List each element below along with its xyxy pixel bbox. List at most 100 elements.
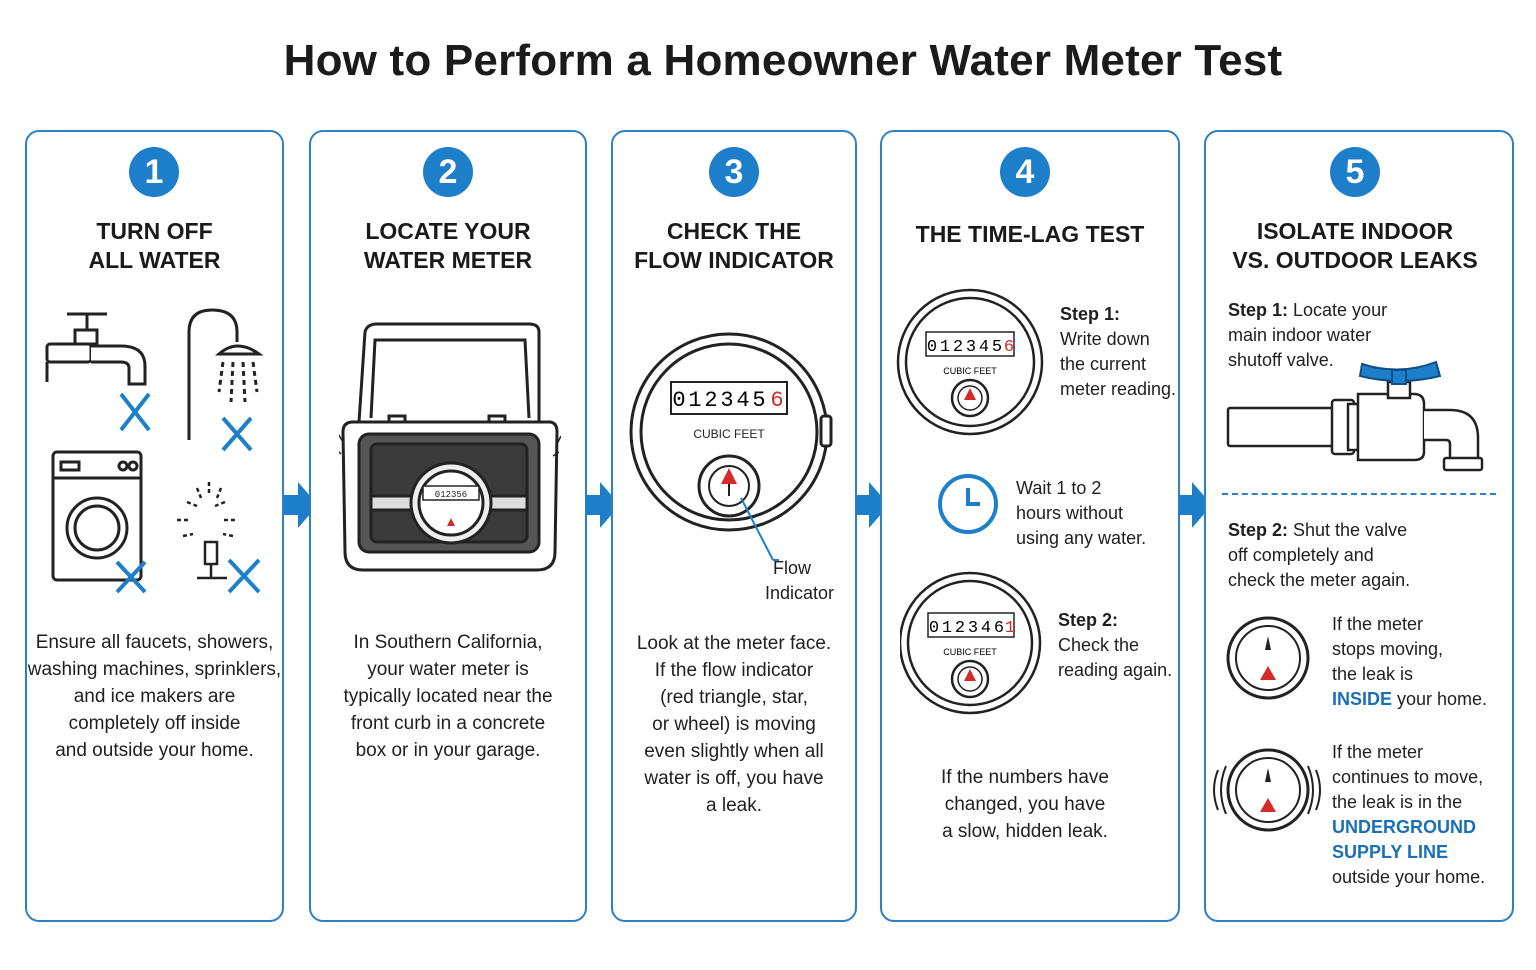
description-line: typically located near the bbox=[343, 686, 553, 707]
description-line: or wheel) is moving bbox=[652, 714, 816, 735]
meter-digit: 3 bbox=[720, 388, 733, 413]
step-card-3: 3 CHECK THE FLOW INDICATOR 0 1 2 3 4 5 6… bbox=[611, 130, 857, 922]
step-title: TURN OFF ALL WATER bbox=[27, 217, 282, 275]
description-line: changed, you have bbox=[944, 794, 1106, 815]
arrow-right-icon bbox=[586, 482, 620, 528]
meter-digit: 2 bbox=[955, 619, 965, 638]
case-text-line: If the meter bbox=[1332, 614, 1424, 634]
description-line: a leak. bbox=[706, 795, 762, 816]
description-line: In Southern California, bbox=[353, 632, 543, 653]
step-text-line: meter reading. bbox=[1060, 379, 1177, 399]
step-text-line: Shut the valve bbox=[1288, 520, 1408, 540]
case-text-line: outside your home. bbox=[1332, 867, 1486, 887]
meter-digit: 2 bbox=[953, 338, 963, 357]
meter-digit: 6 bbox=[1004, 338, 1014, 357]
wait-text-line: hours without bbox=[1016, 503, 1124, 523]
case-text-line: stops moving, bbox=[1332, 639, 1444, 659]
description-line: box or in your garage. bbox=[355, 740, 541, 761]
meter-digit: 0 bbox=[672, 388, 685, 413]
meter-unit-label: CUBIC FEET bbox=[943, 366, 997, 376]
step-card-2: 2 LOCATE YOUR WATER METER 012356 In Sout… bbox=[309, 130, 587, 922]
step-card-1: 1 TURN OFF ALL WATER bbox=[25, 130, 284, 922]
meter-reading: 012356 bbox=[435, 490, 467, 500]
wait-instruction: Wait 1 to 2 hours without using any wate… bbox=[1016, 476, 1146, 551]
divider bbox=[1222, 493, 1496, 495]
meter-digit: 4 bbox=[981, 619, 991, 638]
isolate-step1: Step 1: Locate your main indoor water sh… bbox=[1228, 298, 1387, 373]
time-lag-step1: Step 1: Write down the current meter rea… bbox=[1060, 302, 1176, 402]
step-number-badge: 3 bbox=[709, 147, 759, 197]
meter-unit-label: CUBIC FEET bbox=[943, 647, 997, 657]
callout-line: Flow bbox=[773, 558, 812, 578]
description-line: front curb in a concrete bbox=[350, 713, 546, 734]
step-title-line: WATER METER bbox=[363, 247, 533, 273]
meter-digit: 3 bbox=[966, 338, 976, 357]
meter-digit: 1 bbox=[942, 619, 952, 638]
inside-highlight: INSIDE bbox=[1332, 689, 1393, 709]
page-title: How to Perform a Homeowner Water Meter T… bbox=[283, 36, 1283, 85]
step-text-line: the current bbox=[1060, 354, 1147, 374]
step-text-line: shutoff valve. bbox=[1228, 350, 1334, 370]
case-text-line: continues to move, bbox=[1332, 767, 1484, 787]
description-line: (red triangle, star, bbox=[660, 687, 808, 708]
step-title-line: ISOLATE INDOOR bbox=[1256, 218, 1454, 244]
case-text-line: your home. bbox=[1392, 689, 1488, 709]
isolate-step2: Step 2: Shut the valve off completely an… bbox=[1228, 518, 1410, 593]
shower-icon bbox=[187, 308, 264, 440]
arrow-right-icon bbox=[284, 482, 318, 528]
meter-digit: 0 bbox=[927, 338, 937, 357]
meter-digit: 5 bbox=[752, 388, 765, 413]
meter-unit-label: CUBIC FEET bbox=[693, 427, 765, 441]
description-line: a slow, hidden leak. bbox=[942, 821, 1108, 842]
meter-digit: 1 bbox=[688, 388, 701, 413]
case-outdoor-leak: If the meter continues to move, the leak… bbox=[1332, 740, 1485, 890]
meter-digit: 3 bbox=[968, 619, 978, 638]
clock-icon bbox=[938, 474, 998, 534]
description-line: and outside your home. bbox=[55, 740, 254, 761]
step-number-badge: 1 bbox=[129, 147, 179, 197]
meter-digit: 6 bbox=[770, 388, 783, 413]
step-title-line: THE TIME-LAG TEST bbox=[915, 221, 1145, 247]
description-line: If the numbers have bbox=[941, 767, 1109, 788]
step-label: Step 2: bbox=[1058, 610, 1119, 630]
description-line: If the flow indicator bbox=[654, 660, 814, 681]
meter-face-icon: 0 1 2 3 4 6 1 CUBIC FEET bbox=[900, 571, 1042, 715]
step-title: LOCATE YOUR WATER METER bbox=[311, 217, 585, 275]
fixtures-illustration bbox=[45, 308, 264, 594]
description-line: Look at the meter face. bbox=[636, 633, 832, 654]
meter-digit: 4 bbox=[979, 338, 989, 357]
meter-digit: 5 bbox=[992, 338, 1002, 357]
step-title: ISOLATE INDOOR VS. OUTDOOR LEAKS bbox=[1198, 217, 1512, 275]
wait-text-line: Wait 1 to 2 bbox=[1016, 478, 1102, 498]
description-line: your water meter is bbox=[367, 659, 529, 680]
arrow-right-icon bbox=[1178, 482, 1212, 528]
meter-box-icon: 012356 bbox=[339, 322, 561, 572]
description-line: even slightly when all bbox=[644, 741, 824, 762]
step-label: Step 1: bbox=[1228, 300, 1289, 320]
flow-indicator-callout: Flow Indicator bbox=[765, 556, 834, 606]
meter-digit: 0 bbox=[929, 619, 939, 638]
case-text-line: the leak is in the bbox=[1332, 792, 1463, 812]
meter-digit: 6 bbox=[994, 619, 1004, 638]
sprinkler-icon bbox=[177, 482, 235, 580]
step-number-badge: 2 bbox=[423, 147, 473, 197]
description-line: and ice makers are bbox=[73, 686, 236, 707]
step-text-line: main indoor water bbox=[1228, 325, 1372, 345]
step-text-line: Write down bbox=[1060, 329, 1150, 349]
callout-line: Indicator bbox=[765, 583, 835, 603]
meter-face-icon: 0 1 2 3 4 5 6 CUBIC FEET bbox=[896, 288, 1044, 436]
step-title: THE TIME-LAG TEST bbox=[882, 220, 1178, 249]
faucet-icon bbox=[45, 312, 147, 386]
underground-highlight: SUPPLY LINE bbox=[1332, 842, 1449, 862]
step-title: CHECK THE FLOW INDICATOR bbox=[613, 217, 855, 275]
step-title-line: LOCATE YOUR bbox=[365, 218, 531, 244]
time-lag-step2: Step 2: Check the reading again. bbox=[1058, 608, 1172, 683]
case-inside-leak: If the meter stops moving, the leak is I… bbox=[1332, 612, 1487, 712]
step-text-line: off completely and bbox=[1228, 545, 1374, 565]
underground-highlight: UNDERGROUND bbox=[1332, 817, 1476, 837]
step-number-badge: 4 bbox=[1000, 147, 1050, 197]
flow-indicator-icon bbox=[721, 468, 737, 484]
meter-digit: 1 bbox=[1005, 619, 1015, 638]
meter-face-icon: 0 1 2 3 4 5 6 CUBIC FEET bbox=[629, 332, 833, 561]
case-text-line: the leak is bbox=[1332, 664, 1414, 684]
